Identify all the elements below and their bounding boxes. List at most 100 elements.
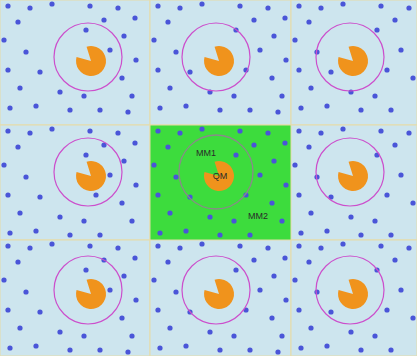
periodic-cell — [291, 0, 417, 125]
mm-atom — [5, 67, 10, 72]
mm-atom — [282, 140, 287, 145]
mm-atom — [49, 1, 54, 6]
mm-atom — [107, 47, 112, 52]
mm-atom — [340, 241, 345, 246]
mm-atom — [308, 210, 313, 215]
mm-atom — [269, 200, 274, 205]
mm-atom — [392, 257, 397, 262]
mm-atom — [1, 37, 6, 42]
mm-atom — [57, 214, 62, 219]
mm-atom — [398, 172, 403, 177]
mm-atom — [23, 174, 28, 179]
qm-region — [76, 161, 106, 191]
mm-atom — [271, 273, 276, 278]
mm-atom — [157, 345, 162, 350]
mm-atom — [129, 93, 134, 98]
mm-atom — [83, 152, 88, 157]
mm-atom — [279, 333, 284, 338]
mm-atom — [23, 49, 28, 54]
region-label: MM2 — [248, 212, 268, 222]
mm-atom — [247, 347, 252, 352]
mm-atom — [298, 345, 303, 350]
mm-atom — [177, 5, 182, 10]
mm-atom — [115, 5, 120, 10]
periodic-cell — [0, 0, 150, 125]
cutoff-circle — [316, 138, 384, 206]
mm-atom — [7, 345, 12, 350]
mm-atom — [265, 130, 270, 135]
mm-atom — [306, 19, 311, 24]
mm-atom — [340, 1, 345, 6]
mm-atom — [155, 3, 160, 8]
mm-atom — [257, 172, 262, 177]
mm-atom — [37, 69, 42, 74]
mm-atom — [125, 349, 130, 354]
periodic-cell — [150, 240, 291, 356]
mm-atom — [237, 3, 242, 8]
mm-atom — [37, 309, 42, 314]
mm-atom — [157, 105, 162, 110]
cell-ground — [150, 0, 291, 125]
mm-atom — [27, 5, 32, 10]
mm-atom — [251, 142, 256, 147]
mm-atom — [384, 67, 389, 72]
mm-atom — [97, 232, 102, 237]
mm-atom — [306, 259, 311, 264]
mm-atom — [410, 75, 415, 80]
mm-atom — [384, 307, 389, 312]
mm-atom — [251, 257, 256, 262]
mm-atom — [296, 67, 301, 72]
mm-atom — [292, 162, 297, 167]
mm-atom — [165, 19, 170, 24]
region-label: QM — [213, 172, 228, 182]
mm-atom — [129, 333, 134, 338]
mm-atom — [231, 93, 236, 98]
mm-atom — [151, 162, 156, 167]
mm-atom — [115, 245, 120, 250]
mm-atom — [217, 232, 222, 237]
mm-atom — [231, 333, 236, 338]
mm-atom — [125, 109, 130, 114]
mm-atom — [388, 232, 393, 237]
mm-atom — [119, 75, 124, 80]
mm-atom — [257, 47, 262, 52]
mm-atom — [129, 218, 134, 223]
mm-atom — [388, 107, 393, 112]
central-cell: MM2 MM1QM — [150, 125, 291, 240]
mm-atom — [324, 103, 329, 108]
mm-atom — [101, 17, 106, 22]
mm-atom — [257, 287, 262, 292]
mm-atom — [115, 130, 120, 135]
qm-region — [204, 46, 234, 76]
mm-atom — [33, 343, 38, 348]
cutoff-circle — [54, 256, 122, 324]
mm-atom — [271, 33, 276, 38]
mm-atom — [410, 200, 415, 205]
mm-atom — [183, 228, 188, 233]
mm1-circle: MM1QM — [178, 134, 254, 210]
mm-atom — [57, 329, 62, 334]
mm-atom — [372, 333, 377, 338]
periodic-cell — [150, 0, 291, 125]
mm-atom — [314, 289, 319, 294]
mm-atom — [81, 93, 86, 98]
mm-atom — [358, 232, 363, 237]
mm-atom — [282, 15, 287, 20]
cell-ground — [291, 240, 417, 356]
mm-atom — [398, 287, 403, 292]
mm-atom — [97, 107, 102, 112]
mm-atom — [298, 230, 303, 235]
mm-atom — [57, 89, 62, 94]
mm-atom — [97, 347, 102, 352]
mm-atom — [384, 192, 389, 197]
qm-region — [338, 161, 368, 191]
qm-region — [204, 161, 234, 191]
cutoff-circle — [182, 23, 250, 91]
mm-atom — [298, 105, 303, 110]
mm-atom — [358, 107, 363, 112]
mm-atom — [296, 307, 301, 312]
periodic-cell — [150, 125, 291, 240]
mm-atom — [67, 107, 72, 112]
mm-atom — [199, 1, 204, 6]
mm-atom — [5, 3, 10, 8]
